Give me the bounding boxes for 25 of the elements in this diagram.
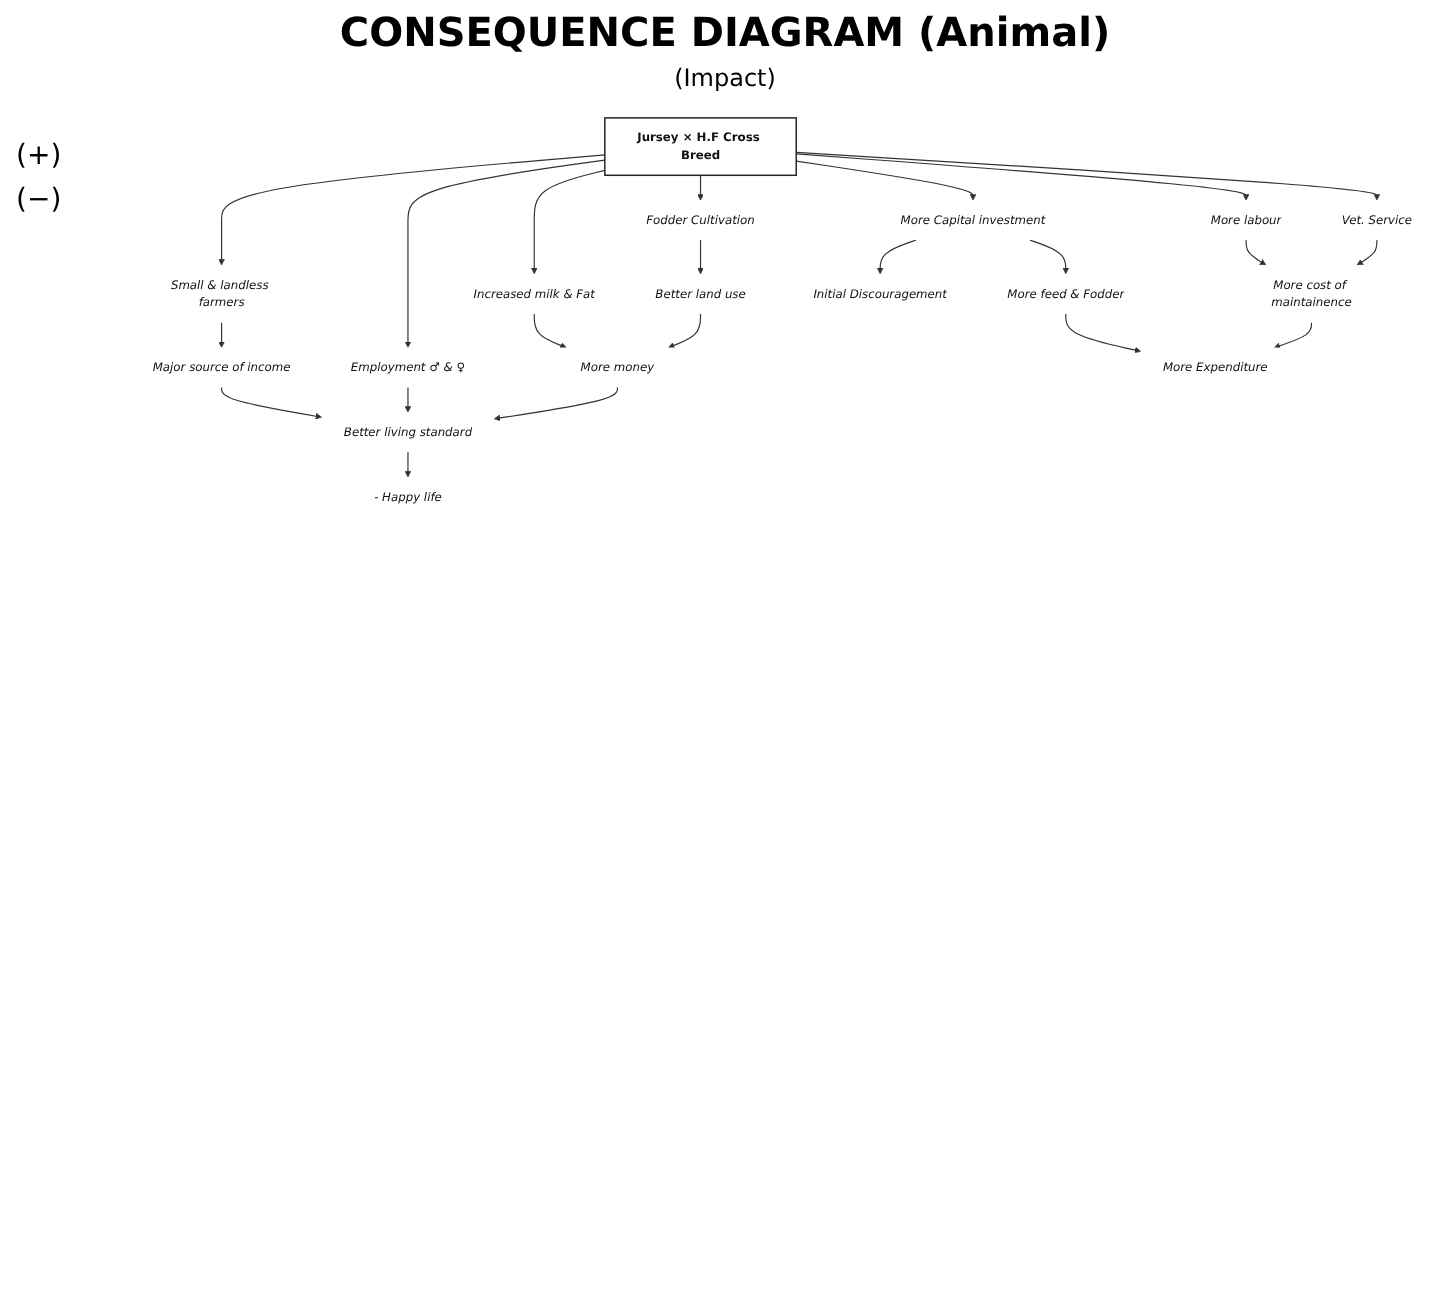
arrow (404, 451, 412, 478)
arrow (1029, 239, 1070, 275)
arrow (493, 386, 618, 422)
arrow (697, 239, 704, 275)
arrow (221, 386, 322, 420)
arrow (404, 159, 606, 348)
arrow (795, 153, 1250, 201)
arrow (531, 169, 606, 275)
sign-label: (+) (16, 140, 62, 172)
sign-label: (−) (16, 184, 62, 216)
arrow (218, 321, 225, 348)
arrow (1356, 239, 1378, 266)
subtitle: (Impact) (674, 64, 776, 92)
arrow (876, 239, 917, 275)
arrow (218, 154, 606, 266)
arrow (1274, 321, 1313, 349)
arrow (795, 160, 977, 201)
arrow (533, 313, 567, 349)
diagram-title: CONSEQUENCE DIAGRAM (Animal) (339, 8, 1111, 56)
arrow (1065, 313, 1142, 354)
arrow (1245, 239, 1267, 266)
arrow (404, 386, 412, 413)
arrow (795, 151, 1381, 201)
arrow (668, 313, 702, 349)
arrow (697, 174, 704, 201)
